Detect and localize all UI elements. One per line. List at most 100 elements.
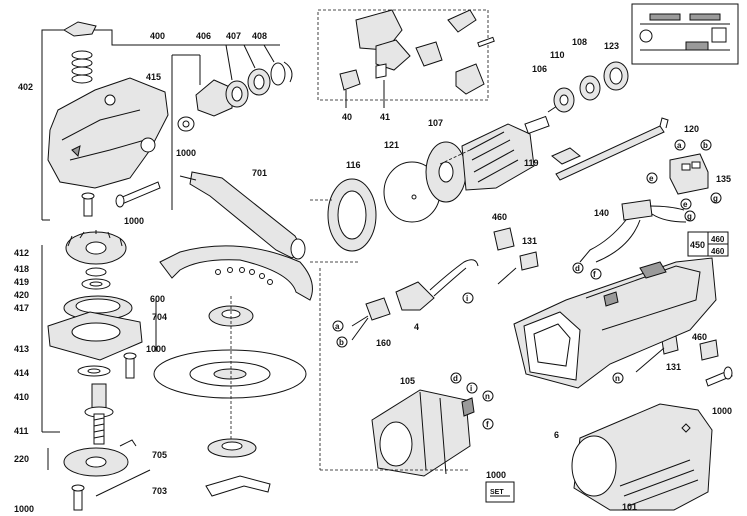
letter-markers: a b e g e g d f i a b n d i n f bbox=[332, 139, 722, 430]
stator-105 bbox=[371, 389, 475, 477]
assembly-lines bbox=[310, 149, 471, 471]
gear-head-group bbox=[41, 21, 293, 221]
armature-group bbox=[327, 61, 629, 252]
label-110: 110 bbox=[550, 50, 565, 60]
switch-135 bbox=[669, 153, 709, 195]
slide-119 bbox=[551, 147, 581, 165]
label-408: 408 bbox=[252, 31, 267, 41]
bevel-pinion bbox=[195, 79, 233, 117]
label-105: 105 bbox=[400, 376, 415, 386]
label-600: 600 bbox=[150, 294, 165, 304]
end-cap-101 bbox=[571, 366, 733, 511]
label-119: 119 bbox=[524, 158, 539, 168]
label-1000-c: 1000 bbox=[146, 344, 166, 354]
label-411: 411 bbox=[14, 426, 29, 436]
marker-n-2: n bbox=[485, 392, 490, 401]
label-413: 413 bbox=[14, 344, 29, 354]
switch-rod bbox=[447, 9, 477, 33]
marker-g-2: g bbox=[687, 212, 692, 221]
marker-i-2: i bbox=[470, 384, 472, 393]
switch-group bbox=[317, 9, 495, 108]
gear-housing bbox=[47, 77, 169, 189]
label-121: 121 bbox=[384, 140, 399, 150]
washer-418 bbox=[85, 267, 107, 277]
set-kit-icon bbox=[485, 481, 515, 503]
label-set: SET bbox=[490, 489, 504, 496]
label-460-c: 460 bbox=[711, 247, 725, 256]
label-460-a: 460 bbox=[492, 212, 507, 222]
label-120: 120 bbox=[684, 124, 699, 134]
label-41: 41 bbox=[380, 112, 390, 122]
label-417: 417 bbox=[14, 303, 29, 313]
label-414: 414 bbox=[14, 368, 29, 378]
part-clip bbox=[63, 21, 97, 37]
label-106: 106 bbox=[532, 64, 547, 74]
wiring-schematic bbox=[631, 3, 739, 65]
label-415: 415 bbox=[146, 72, 161, 82]
label-220: 220 bbox=[14, 454, 29, 464]
suppressor-group bbox=[493, 199, 719, 373]
label-6: 6 bbox=[554, 430, 559, 440]
label-460-e: 460 bbox=[692, 332, 707, 342]
label-705: 705 bbox=[152, 450, 167, 460]
label-420: 420 bbox=[14, 290, 29, 300]
label-402: 402 bbox=[18, 82, 33, 92]
label-407: 407 bbox=[226, 31, 241, 41]
plug-40 bbox=[339, 69, 361, 91]
label-131-a: 131 bbox=[522, 236, 537, 246]
spindle-thread-411 bbox=[93, 413, 105, 445]
label-400: 400 bbox=[150, 31, 165, 41]
wrench-703 bbox=[205, 475, 271, 497]
label-1000-a: 1000 bbox=[176, 148, 196, 158]
spring-ring-1 bbox=[71, 50, 93, 60]
marker-a-2: a bbox=[335, 322, 340, 331]
label-1000-f: 1000 bbox=[712, 406, 732, 416]
brush-460-a bbox=[493, 227, 515, 251]
suppressor-140 bbox=[621, 199, 653, 221]
marker-f-1: f bbox=[593, 270, 596, 279]
marker-n-1: n bbox=[615, 374, 620, 383]
label-450: 450 bbox=[690, 240, 705, 250]
connector-41 bbox=[375, 63, 387, 79]
label-box-450: 450 460 460 bbox=[687, 231, 729, 257]
marker-i-1: i bbox=[466, 294, 468, 303]
switch-housing bbox=[355, 9, 403, 51]
marker-d-1: d bbox=[575, 264, 580, 273]
label-704: 704 bbox=[152, 312, 167, 322]
label-107: 107 bbox=[428, 118, 443, 128]
label-101: 101 bbox=[622, 502, 637, 512]
switch-rail bbox=[551, 117, 709, 195]
marker-b-1: b bbox=[703, 141, 708, 150]
rail-120 bbox=[555, 125, 665, 181]
label-140: 140 bbox=[594, 208, 609, 218]
label-108: 108 bbox=[572, 37, 587, 47]
marker-a-1: a bbox=[677, 141, 682, 150]
marker-g-1: g bbox=[713, 194, 718, 203]
label-123: 123 bbox=[604, 41, 619, 51]
marker-f-2: f bbox=[486, 420, 489, 429]
label-1000-d: 1000 bbox=[14, 504, 34, 514]
gear-stack bbox=[41, 230, 151, 511]
ring-408 bbox=[270, 62, 286, 86]
marker-e-1: e bbox=[649, 174, 654, 183]
label-410: 410 bbox=[14, 392, 29, 402]
side-handle bbox=[179, 171, 306, 260]
label-116: 116 bbox=[346, 160, 361, 170]
bracket-400 bbox=[41, 29, 280, 220]
brush-460-b bbox=[699, 339, 719, 361]
marker-e-2: e bbox=[683, 200, 688, 209]
guard-and-disc bbox=[153, 245, 313, 497]
marker-b-2: b bbox=[339, 338, 344, 347]
armature-107 bbox=[461, 123, 535, 191]
label-460-b: 460 bbox=[711, 235, 725, 244]
screw-long bbox=[119, 181, 161, 205]
label-1000-b: 1000 bbox=[124, 216, 144, 226]
part-labels: 400 406 407 408 402 415 1000 1000 701 41… bbox=[14, 31, 732, 514]
handle-body bbox=[189, 171, 305, 259]
label-703: 703 bbox=[152, 486, 167, 496]
strain-relief-4 bbox=[395, 281, 435, 311]
label-1000-e: 1000 bbox=[486, 470, 506, 480]
label-701: 701 bbox=[252, 168, 267, 178]
label-135: 135 bbox=[716, 174, 731, 184]
label-160: 160 bbox=[376, 338, 391, 348]
